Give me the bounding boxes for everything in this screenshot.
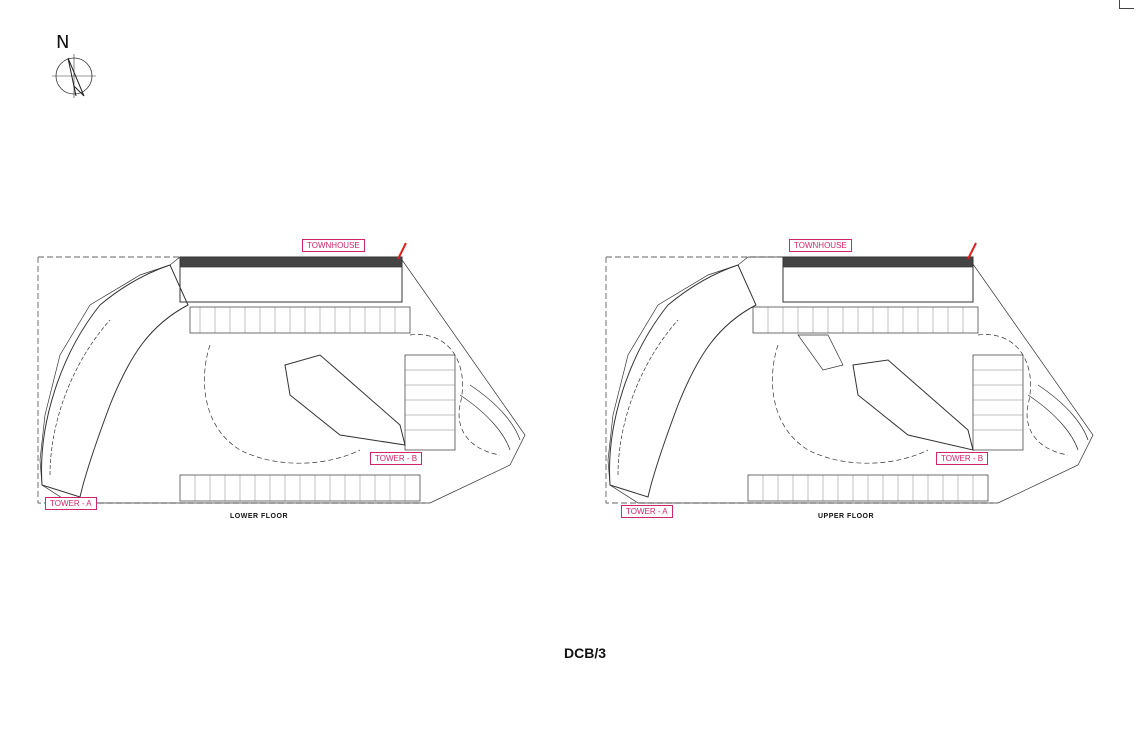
compass-rose-icon bbox=[52, 54, 96, 98]
floor-plan-drawing bbox=[605, 242, 1094, 504]
townhouse-tag: TOWNHOUSE bbox=[302, 239, 365, 252]
townhouse-tag: TOWNHOUSE bbox=[789, 239, 852, 252]
tower-b-tag: TOWER - B bbox=[370, 452, 423, 465]
tower-a-tag: TOWER - A bbox=[621, 505, 673, 518]
floor-label: LOWER FLOOR bbox=[230, 513, 288, 520]
north-arrow-marker bbox=[967, 242, 977, 260]
tower-a-tag: TOWER - A bbox=[45, 497, 97, 510]
sheet-corner-mark bbox=[1119, 0, 1134, 9]
north-compass: N bbox=[50, 30, 100, 100]
tower-b-tag: TOWER - B bbox=[936, 452, 989, 465]
sheet-code: DCB/3 bbox=[563, 645, 606, 661]
floor-plan-drawing bbox=[37, 242, 526, 504]
floor-label: UPPER FLOOR bbox=[818, 513, 875, 520]
upper-floor-plan: TOWNHOUSE TOWER - B TOWER - A UPPER FLOO… bbox=[598, 235, 1098, 520]
north-arrow-marker bbox=[397, 242, 407, 260]
lower-floor-plan: TOWNHOUSE TOWER - B TOWER - A LOWER FLOO… bbox=[30, 235, 530, 520]
compass-north-label: N bbox=[56, 32, 70, 53]
